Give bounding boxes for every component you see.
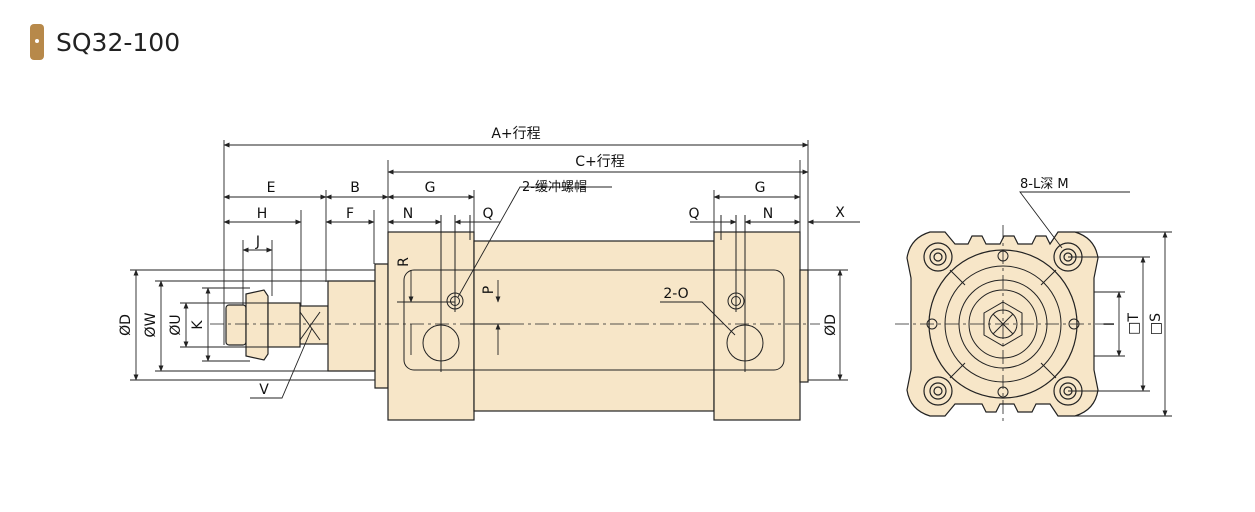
dim-w: ØW <box>143 312 159 337</box>
dim-c-stroke: C+行程 <box>575 154 625 170</box>
port-label: 2-O <box>663 286 688 302</box>
dim-q-right: Q <box>688 206 699 222</box>
dim-e: E <box>267 180 276 196</box>
dim-q-left: Q <box>482 206 493 222</box>
bullet-tag-icon <box>30 24 44 60</box>
thread-end <box>225 304 247 346</box>
dim-u: ØU <box>168 314 184 335</box>
dim-g-left: G <box>425 180 436 196</box>
dim-d-right: ØD <box>823 314 839 336</box>
dim-x: X <box>835 205 845 221</box>
page-title: SQ32-100 <box>56 27 181 57</box>
front-step <box>374 263 389 389</box>
cushion-label: 2-缓冲螺帽 <box>522 179 587 195</box>
dim-b: B <box>350 180 360 196</box>
dim-v: V <box>259 382 269 398</box>
bolt-depth-label: 8-L深 M <box>1020 177 1069 192</box>
piston-rod <box>299 305 329 345</box>
dim-n-right: N <box>763 206 773 222</box>
dim-g-right: G <box>755 180 766 196</box>
dim-i: I <box>1102 322 1118 326</box>
end-view-dimensions <box>895 191 1172 425</box>
dim-r: R <box>396 257 412 267</box>
bolt-holes <box>923 242 1083 406</box>
front-cover <box>387 231 475 421</box>
dim-f: F <box>346 206 354 222</box>
front-nose <box>327 280 376 372</box>
rear-step <box>799 269 809 383</box>
side-view-details <box>299 215 785 372</box>
dim-n-left: N <box>403 206 413 222</box>
dim-k: K <box>190 320 206 330</box>
side-view <box>225 231 809 421</box>
rear-cover <box>713 231 801 421</box>
dim-s: □S <box>1148 313 1164 335</box>
rod-neck <box>267 302 301 348</box>
dim-j: J <box>255 234 260 250</box>
dim-h: H <box>257 206 268 222</box>
header: SQ32-100 <box>30 22 180 62</box>
rod-nut <box>245 289 269 361</box>
dim-t: □T <box>1126 313 1142 335</box>
dim-a-stroke: A+行程 <box>491 126 540 142</box>
dim-d-left: ØD <box>118 314 134 336</box>
cylinder-tube <box>473 240 715 412</box>
dim-p: P <box>481 286 497 294</box>
dimension-lines <box>130 140 860 399</box>
